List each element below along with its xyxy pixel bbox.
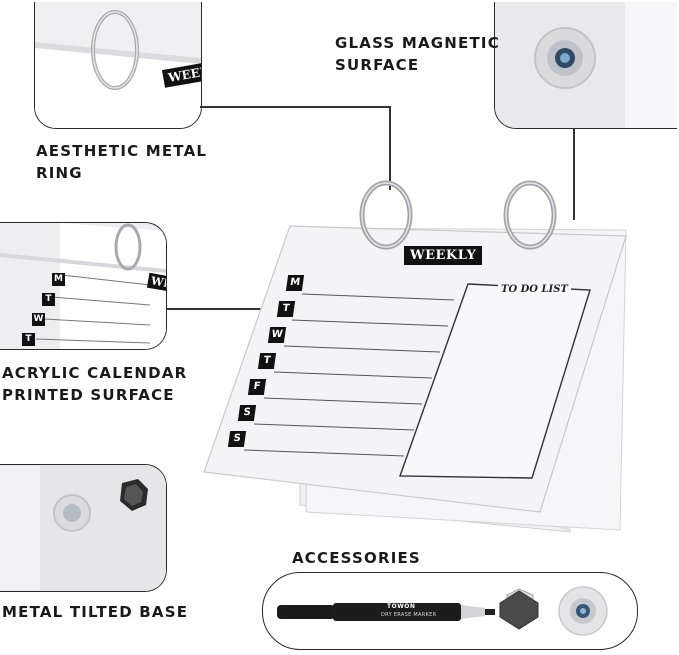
label-metal-ring: AESTHETIC METAL RING: [36, 140, 207, 184]
inset-day-3: W: [32, 313, 45, 326]
label-glass-line1: GLASS MAGNETIC: [335, 34, 500, 52]
label-metal-base: METAL TILTED BASE: [2, 603, 189, 621]
label-acrylic: ACRYLIC CALENDAR PRINTED SURFACE: [2, 362, 187, 406]
accessories-illustration: [277, 586, 608, 636]
day-box-2: T: [276, 301, 296, 317]
inset-metal-base: [0, 464, 167, 592]
day-box-7: S: [227, 431, 247, 447]
connector-glass: [573, 128, 575, 220]
inset-metal-ring: WEEKLY: [34, 2, 202, 129]
board-title: WEEKLY: [404, 246, 483, 265]
day-box-1: M: [285, 275, 305, 291]
inset-day-2: T: [42, 293, 55, 306]
magnet-closeup: [495, 2, 677, 128]
connector-ring: [200, 106, 390, 108]
todo-title: TO DO LIST: [498, 284, 571, 295]
label-metal-ring-line1: AESTHETIC METAL: [36, 142, 208, 160]
label-acrylic-line1: ACRYLIC CALENDAR: [2, 364, 188, 382]
connector-acrylic: [166, 308, 262, 310]
inset-day-1: M: [52, 273, 65, 286]
acrylic-closeup: [0, 223, 166, 349]
label-metal-ring-line2: RING: [36, 164, 83, 182]
base-closeup: [0, 465, 166, 591]
inset-glass-magnetic: [494, 2, 677, 129]
inset-acrylic: WE M T W T: [0, 222, 167, 350]
marker-brand: TOWON: [387, 603, 416, 610]
label-glass-magnetic: GLASS MAGNETIC SURFACE: [335, 32, 500, 76]
eraser-icon: [499, 590, 539, 630]
day-box-4: T: [257, 353, 277, 369]
day-box-5: F: [247, 379, 267, 395]
day-box-3: W: [267, 327, 287, 343]
inset-day-4: T: [22, 333, 35, 346]
marker-body: [333, 603, 461, 621]
day-box-6: S: [237, 405, 257, 421]
connector-ring-down: [389, 106, 391, 190]
metal-ring-closeup: [35, 10, 201, 128]
marker-cap: [277, 605, 335, 619]
label-accessories: ACCESSORIES: [292, 549, 421, 567]
label-acrylic-line2: PRINTED SURFACE: [2, 386, 175, 404]
label-glass-line2: SURFACE: [335, 56, 420, 74]
accessories-panel: TOWON DRY ERASE MARKER: [262, 572, 638, 650]
marker-text: DRY ERASE MARKER: [381, 612, 437, 618]
